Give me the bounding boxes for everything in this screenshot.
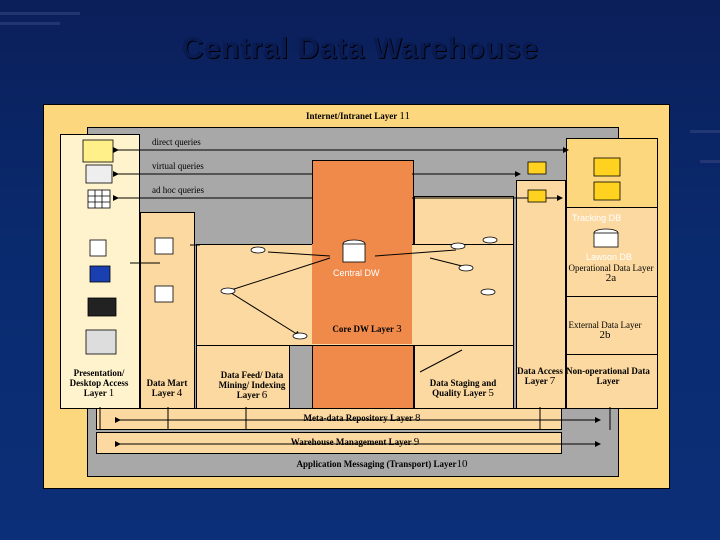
data-staging-label: Data Staging and Quality Layer 5 xyxy=(429,378,497,399)
internet-layer-label: Internet/Intranet Layer 11 xyxy=(306,110,410,122)
data-access-layer xyxy=(516,180,566,409)
operational-layer-label: Operational Data Layer 2a xyxy=(568,263,654,284)
presentation-layer-label: Presentation/ Desktop Access Layer 1 xyxy=(69,368,129,399)
internet-layer-bar xyxy=(282,106,427,126)
data-mart-label: Data Mart Layer 4 xyxy=(146,378,188,399)
tracking-db-label: Tracking DB xyxy=(572,213,622,223)
data-mart-layer xyxy=(140,212,195,409)
external-data-layer xyxy=(566,296,658,356)
core-dw-layer-label: Core DW Layer 3 xyxy=(332,323,402,335)
central-dw-label: Central DW xyxy=(333,268,380,278)
non-operational-label: Non-operational Data Layer xyxy=(566,366,650,386)
decor-stripe xyxy=(700,160,720,163)
data-feed-label: Data Feed/ Data Mining/ Indexing Layer 6 xyxy=(218,370,286,401)
warehouse-layer-label: Warehouse Management Layer 9 xyxy=(290,436,420,448)
non-operational-layer xyxy=(566,354,658,409)
metadata-layer-label: Meta-data Repository Layer 8 xyxy=(303,412,421,424)
direct-queries-label: direct queries xyxy=(152,137,201,147)
data-access-label: Data Access Layer 7 xyxy=(517,366,563,387)
external-layer-label: External Data Layer 2b xyxy=(568,320,642,341)
decor-stripe xyxy=(690,130,720,133)
decor-stripe xyxy=(0,12,80,15)
adhoc-queries-label: ad hoc queries xyxy=(152,185,204,195)
lawson-db-label: Lawson DB xyxy=(586,252,633,262)
virtual-queries-label: virtual queries xyxy=(152,161,204,171)
slide-title: Central Data Warehouse xyxy=(181,32,539,65)
messaging-layer-label: Application Messaging (Transport) Layer1… xyxy=(296,458,468,470)
decor-stripe xyxy=(0,22,60,25)
